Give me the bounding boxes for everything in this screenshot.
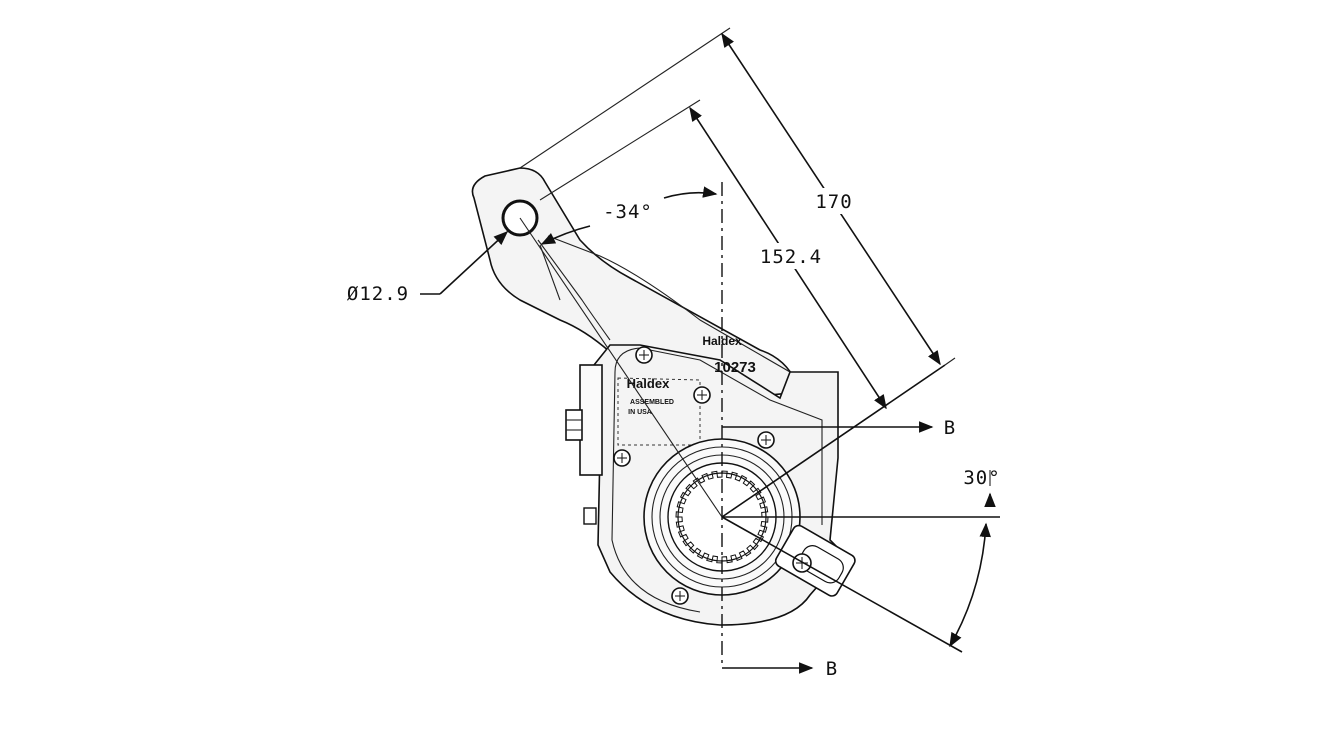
arm-edge-line xyxy=(537,239,611,341)
dimension-152-4-label: 152.4 xyxy=(760,246,822,268)
side-nut xyxy=(565,409,583,441)
bolt-4 xyxy=(613,449,631,467)
bolt-3 xyxy=(757,431,775,449)
bolt-2 xyxy=(693,386,711,404)
section-top-label: B xyxy=(944,417,956,439)
section-marker-bottom: B xyxy=(722,658,838,680)
spline-teeth-path xyxy=(675,470,769,564)
dimension-152-4: 152.4 xyxy=(539,99,887,410)
dimension-angle-34: -34° xyxy=(540,186,718,245)
bolt-6 xyxy=(792,553,812,573)
angle-34-label: -34° xyxy=(603,201,653,223)
lower-stud xyxy=(583,507,597,525)
worm-axis-line xyxy=(721,516,963,653)
dimension-hole-diameter: Ø12.9 xyxy=(347,231,509,305)
adjuster-part: Haldex 10273 Haldex ASSEMBLED IN USA xyxy=(471,167,856,626)
part-number-label: 10273 xyxy=(714,359,756,376)
arm-centerline xyxy=(519,217,723,518)
angle-30-label: 30° xyxy=(963,467,1000,489)
housing-backplate xyxy=(579,364,603,476)
section-bottom-label: B xyxy=(826,658,838,680)
dimension-angle-30: 30° xyxy=(949,467,1000,648)
section-marker-top: B xyxy=(722,417,956,439)
label-plate-outline xyxy=(617,377,701,446)
brand-body-label: Haldex xyxy=(627,376,670,391)
assembled-label-1: ASSEMBLED xyxy=(630,399,674,406)
arm-axis-line xyxy=(721,364,946,518)
assembled-label-2: IN USA xyxy=(628,409,652,416)
dimension-170-label: 170 xyxy=(815,191,852,213)
spline-teeth xyxy=(675,470,769,564)
bolt-1 xyxy=(635,346,653,364)
hole-diameter-label: Ø12.9 xyxy=(347,283,409,305)
arm-edge-line xyxy=(539,244,561,301)
bolt-5 xyxy=(671,587,689,605)
